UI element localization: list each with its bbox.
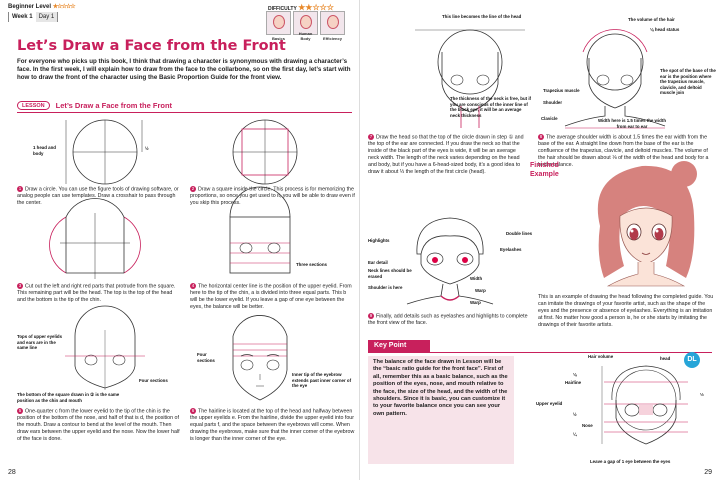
third-mark: ⅓: [700, 392, 704, 397]
thumb-basics: Basics: [266, 11, 291, 41]
half-label: ½: [145, 146, 149, 151]
head-label: head: [660, 356, 671, 361]
neck-note-label: The thickness of the neck is free, but i…: [450, 96, 532, 118]
inner-tip-label: Inner tip of the eyebrow extends past in…: [292, 372, 352, 388]
page-number-right: 29: [704, 469, 712, 476]
warp-label-2: Warp: [470, 300, 481, 305]
gap-label: Leave a gap of 1 eye between the eyes: [590, 459, 671, 464]
finished-text: This is an example of drawing the head f…: [538, 294, 714, 328]
level-stars: ★☆☆☆☆: [52, 4, 76, 10]
difficulty-stars: ★★☆☆☆: [298, 3, 334, 12]
lesson-divider: [17, 112, 352, 113]
shoulder-here-label: Shoulder is here: [368, 285, 403, 290]
double-lines-label: Double lines: [506, 231, 533, 236]
quarter-mark: ¼: [573, 432, 577, 437]
bottom-square-label: The bottom of the square drawn in ② is t…: [17, 392, 120, 403]
lesson-header: LESSON Let’s Draw a Face from the Front: [17, 101, 172, 110]
efficiency-icon: [327, 15, 339, 29]
step1-circle-diagram: [65, 119, 143, 185]
week-label: Week 1: [9, 12, 36, 22]
step9-detailed-face: [406, 217, 494, 305]
day-label: Day 1: [35, 12, 58, 22]
shoulder-label: Shoulder: [543, 100, 563, 105]
eyelashes-label: Eyelashes: [500, 247, 522, 252]
highlights-label: Highlights: [368, 238, 390, 243]
key-point-text: The balance of the face drawn in Lesson …: [368, 356, 514, 464]
base-ear-label: The spot of the base of the ear is the p…: [660, 68, 716, 95]
eighth-mark: ⅛: [573, 372, 577, 377]
nose-label: Nose: [582, 423, 593, 428]
lesson-tag: LESSON: [17, 101, 50, 110]
download-badge: DL: [684, 352, 700, 368]
hair-volume-label: Hair volume: [588, 354, 614, 359]
difficulty-thumbnails: Basics Human Body Efficiency: [266, 11, 345, 41]
right-page: This line becomes the line of the head T…: [360, 0, 720, 480]
four-sections-label-b: Four sections: [197, 352, 215, 363]
step5-face-diagram: [65, 305, 145, 390]
intro-paragraph: For everyone who picks up this book, I t…: [17, 58, 351, 82]
step3-head-diagram: [49, 198, 141, 279]
finished-example-illustration: [597, 161, 697, 287]
volume-hair-label: The volume of the hair: [628, 17, 675, 22]
finished-example-heading: Finished Example: [530, 162, 559, 178]
step2-square-diagram: [232, 119, 298, 185]
step6-hairline-diagram: [232, 315, 288, 401]
step4-eyes-diagram: [229, 186, 291, 274]
level-indicator: Beginner Level ★☆☆☆☆: [8, 4, 76, 10]
clavicle-label: Clavicle: [541, 116, 558, 121]
line-of-head-label: This line becomes the line of the head: [442, 14, 522, 19]
page-title: Let’s Draw a Face from the Front: [17, 38, 286, 54]
week-day-badge: Week 1 Day 1: [8, 12, 59, 22]
thumb-human-body: Human Body: [293, 11, 318, 41]
width-label-9: Width: [470, 276, 483, 281]
trapezius-label: Trapezius muscle: [543, 88, 580, 93]
step7-head-neck-diagram: [415, 29, 525, 128]
key-point-heading: Key Point: [368, 340, 430, 352]
key-point-divider: [368, 352, 712, 353]
neck-lines-label: Neck lines should be erased: [368, 268, 412, 279]
head-status-label: ⅛ head status: [650, 27, 680, 32]
step8-shoulder-diagram: [564, 29, 666, 129]
body-icon: [300, 15, 312, 29]
ear-detail-label: Ear detail: [368, 260, 388, 265]
difficulty-label: DIFFICULTY ★★☆☆☆: [268, 3, 334, 12]
ratio-guide-diagram: [601, 365, 688, 445]
four-sections-label-a: Four sections: [139, 378, 168, 383]
tops-upper-label: Tops of upper eyelids and ears are in th…: [17, 334, 63, 350]
three-sections-label: Three sections: [296, 262, 327, 267]
half-mark: ½: [573, 412, 577, 417]
thumb-efficiency: Efficiency: [320, 11, 345, 41]
width-label: Width here is 1.5 times the width from e…: [597, 118, 667, 129]
page-number-left: 28: [8, 469, 16, 476]
face-icon: [273, 15, 285, 29]
one-head-label: 1 head and body: [33, 145, 56, 156]
upper-eyelid-label: Upper eyelid: [536, 401, 563, 406]
hairline-label: Hairline: [565, 380, 582, 385]
warp-label-1: Warp: [475, 288, 486, 293]
lesson-title: Let’s Draw a Face from the Front: [55, 101, 173, 110]
left-page: Beginner Level ★☆☆☆☆ Week 1 Day 1 DIFFIC…: [8, 0, 360, 480]
